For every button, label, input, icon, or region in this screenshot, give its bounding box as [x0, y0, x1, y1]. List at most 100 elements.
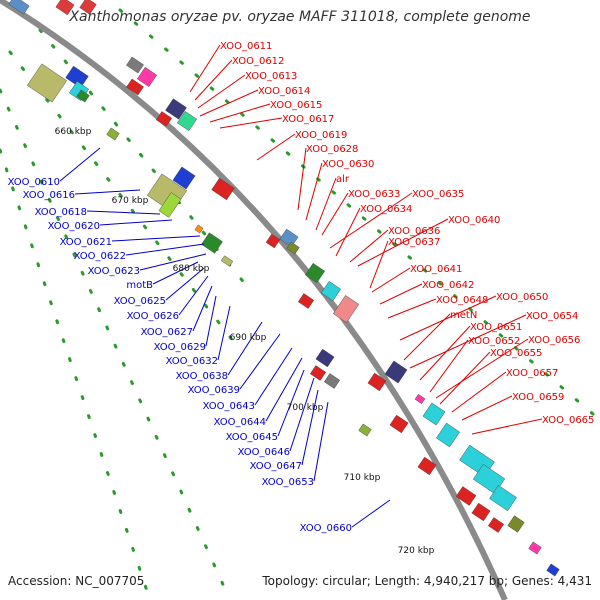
- gene-feature: [172, 166, 196, 190]
- leader-line: [178, 275, 209, 316]
- gene-feature: [211, 177, 235, 201]
- gene-labels: XOO_0611XOO_0612XOO_0613XOO_0614XOO_0615…: [8, 41, 595, 534]
- leader-line: [387, 298, 437, 319]
- leader-line: [321, 192, 349, 236]
- dotted-tracks: [0, 8, 600, 600]
- gene-feature: [286, 241, 300, 255]
- leader-line: [165, 267, 205, 301]
- gene-label: XOO_0614: [258, 86, 310, 97]
- leader-line: [379, 283, 423, 305]
- leader-line: [192, 285, 213, 332]
- gene-features: [8, 0, 560, 577]
- leader-line: [435, 338, 529, 399]
- topology-text: Topology: circular; Length: 4,940,217 bp…: [262, 574, 592, 588]
- gene-feature: [323, 373, 341, 389]
- leader-line: [297, 147, 307, 211]
- dotted-track: [8, 50, 242, 352]
- accession-text: Accession: NC_007705: [8, 574, 145, 588]
- leader-line: [349, 229, 389, 263]
- gene-label: XOO_0612: [232, 56, 284, 67]
- leader-line: [86, 210, 161, 215]
- gene-label: XOO_0633: [348, 189, 400, 200]
- gene-label: metN: [450, 310, 477, 321]
- leader-line: [451, 371, 507, 413]
- leader-line: [335, 207, 361, 257]
- gene-label: XOO_0648: [436, 295, 488, 306]
- leader-line: [227, 321, 263, 376]
- gene-label: XOO_0625: [114, 296, 166, 307]
- gene-feature: [422, 402, 446, 426]
- leader-line: [399, 295, 497, 341]
- leader-line: [256, 133, 296, 161]
- gene-feature: [79, 0, 97, 15]
- gene-label: alr: [336, 174, 350, 185]
- gene-feature: [487, 517, 505, 533]
- gene-label: XOO_0628: [306, 144, 358, 155]
- gene-label: XOO_0655: [490, 348, 542, 359]
- leader-line: [217, 305, 231, 361]
- leader-line: [197, 74, 246, 109]
- gene-feature: [417, 456, 437, 476]
- dotted-track: [0, 88, 232, 600]
- leader-line: [194, 59, 233, 101]
- gene-feature: [265, 233, 281, 249]
- gene-label: XOO_0656: [528, 335, 580, 346]
- gene-label: XOO_0646: [238, 447, 290, 458]
- gene-feature: [137, 67, 157, 87]
- gene-feature: [305, 263, 325, 283]
- gene-feature: [27, 63, 67, 103]
- gene-feature: [389, 414, 409, 434]
- gene-label: XOO_0627: [141, 327, 193, 338]
- gene-label: XOO_0616: [23, 190, 75, 201]
- gene-label: XOO_0641: [410, 264, 462, 275]
- gene-label: XOO_0620: [48, 221, 100, 232]
- leader-line: [199, 89, 259, 117]
- tick-label: 700 kbp: [287, 403, 324, 413]
- gene-label: XOO_0650: [496, 292, 548, 303]
- tick-label: 690 kbp: [230, 333, 267, 343]
- gene-label: XOO_0636: [388, 226, 440, 237]
- leader-line: [301, 389, 319, 466]
- gene-label: XOO_0665: [542, 415, 594, 426]
- gene-feature: [507, 515, 525, 533]
- gene-feature: [546, 563, 560, 577]
- gene-label: XOO_0617: [282, 114, 334, 125]
- tick-label: 670 kbp: [112, 196, 149, 206]
- leader-line: [419, 325, 471, 381]
- gene-label: XOO_0654: [526, 311, 578, 322]
- gene-feature: [194, 224, 204, 234]
- leader-line: [289, 377, 315, 452]
- leader-line: [74, 189, 141, 195]
- gene-label: XOO_0637: [388, 237, 440, 248]
- leader-line: [315, 177, 337, 231]
- gene-feature: [65, 65, 89, 89]
- gene-feature: [358, 423, 372, 437]
- gene-feature: [155, 111, 173, 127]
- gene-label: XOO_0653: [262, 477, 314, 488]
- gene-label: XOO_0635: [412, 189, 464, 200]
- gene-label: XOO_0630: [322, 159, 374, 170]
- leader-line: [265, 357, 303, 422]
- tick-label: 680 kbp: [173, 264, 210, 274]
- gene-label: XOO_0640: [448, 215, 500, 226]
- gene-feature: [471, 502, 491, 522]
- gene-label: XOO_0611: [220, 41, 272, 52]
- gene-feature: [528, 541, 542, 555]
- gene-label: XOO_0643: [203, 401, 255, 412]
- gene-feature: [332, 295, 360, 323]
- gene-feature: [455, 486, 477, 506]
- gene-feature: [309, 365, 327, 381]
- gene-label: XOO_0647: [250, 461, 302, 472]
- leader-line: [125, 243, 205, 256]
- leader-line: [111, 235, 201, 242]
- gene-feature: [201, 232, 223, 254]
- gene-feature: [414, 393, 426, 405]
- gene-feature: [126, 56, 144, 74]
- leader-line: [351, 499, 391, 528]
- leader-line: [277, 369, 305, 437]
- leader-line: [357, 218, 449, 267]
- gene-label: XOO_0659: [512, 392, 564, 403]
- leader-line: [59, 147, 101, 182]
- gene-label: motB: [126, 280, 153, 291]
